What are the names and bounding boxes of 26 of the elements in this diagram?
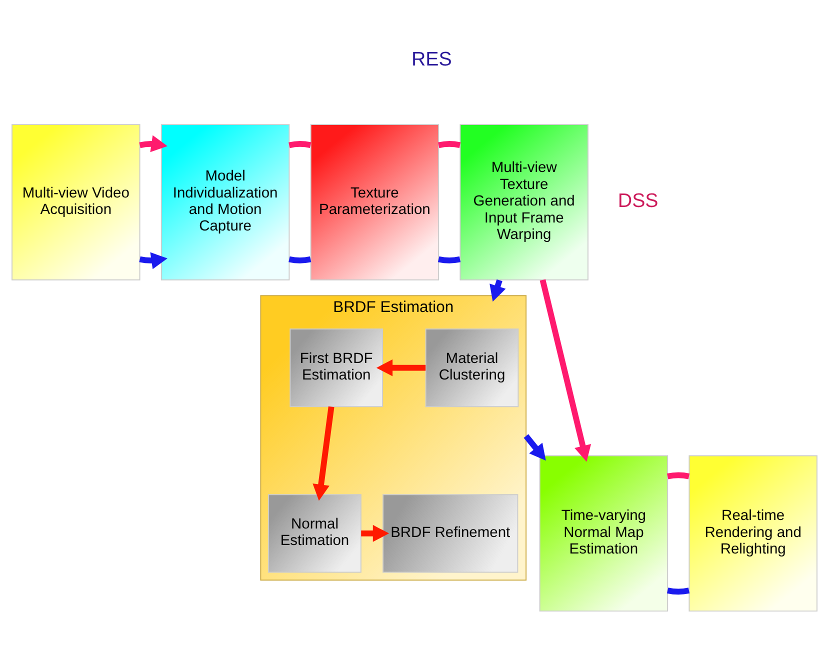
arrow [490,279,506,302]
arrow [361,524,390,542]
node-box: Model Individualization and Motion Capture [160,124,290,280]
node-box: Real-time Rendering and Relighting [688,455,818,612]
arrow [312,406,334,501]
label: DSS [618,190,658,212]
connector [288,256,312,264]
node-box: BRDF Refinement [382,494,518,573]
label: RES [412,48,452,71]
node-box: Time-varying Normal Map Estimation [539,455,668,612]
arrow [376,359,426,376]
node-box: Normal Estimation [268,494,362,573]
connector [288,141,312,148]
node-box: Material Clustering [425,328,519,408]
connector [667,472,690,480]
node-box: Texture Parameterization [310,124,440,280]
node-box: First BRDF Estimation [290,328,384,408]
connector [438,141,461,148]
connector [438,256,461,264]
arrow [524,434,546,461]
arrow [139,135,168,152]
arrow [139,252,168,270]
arrow [540,279,592,462]
node-box: Multi-view Texture Generation and Input Frame Warping [460,124,588,280]
connector [667,588,690,595]
node-box: Multi-view Video Acquisition [12,124,140,280]
